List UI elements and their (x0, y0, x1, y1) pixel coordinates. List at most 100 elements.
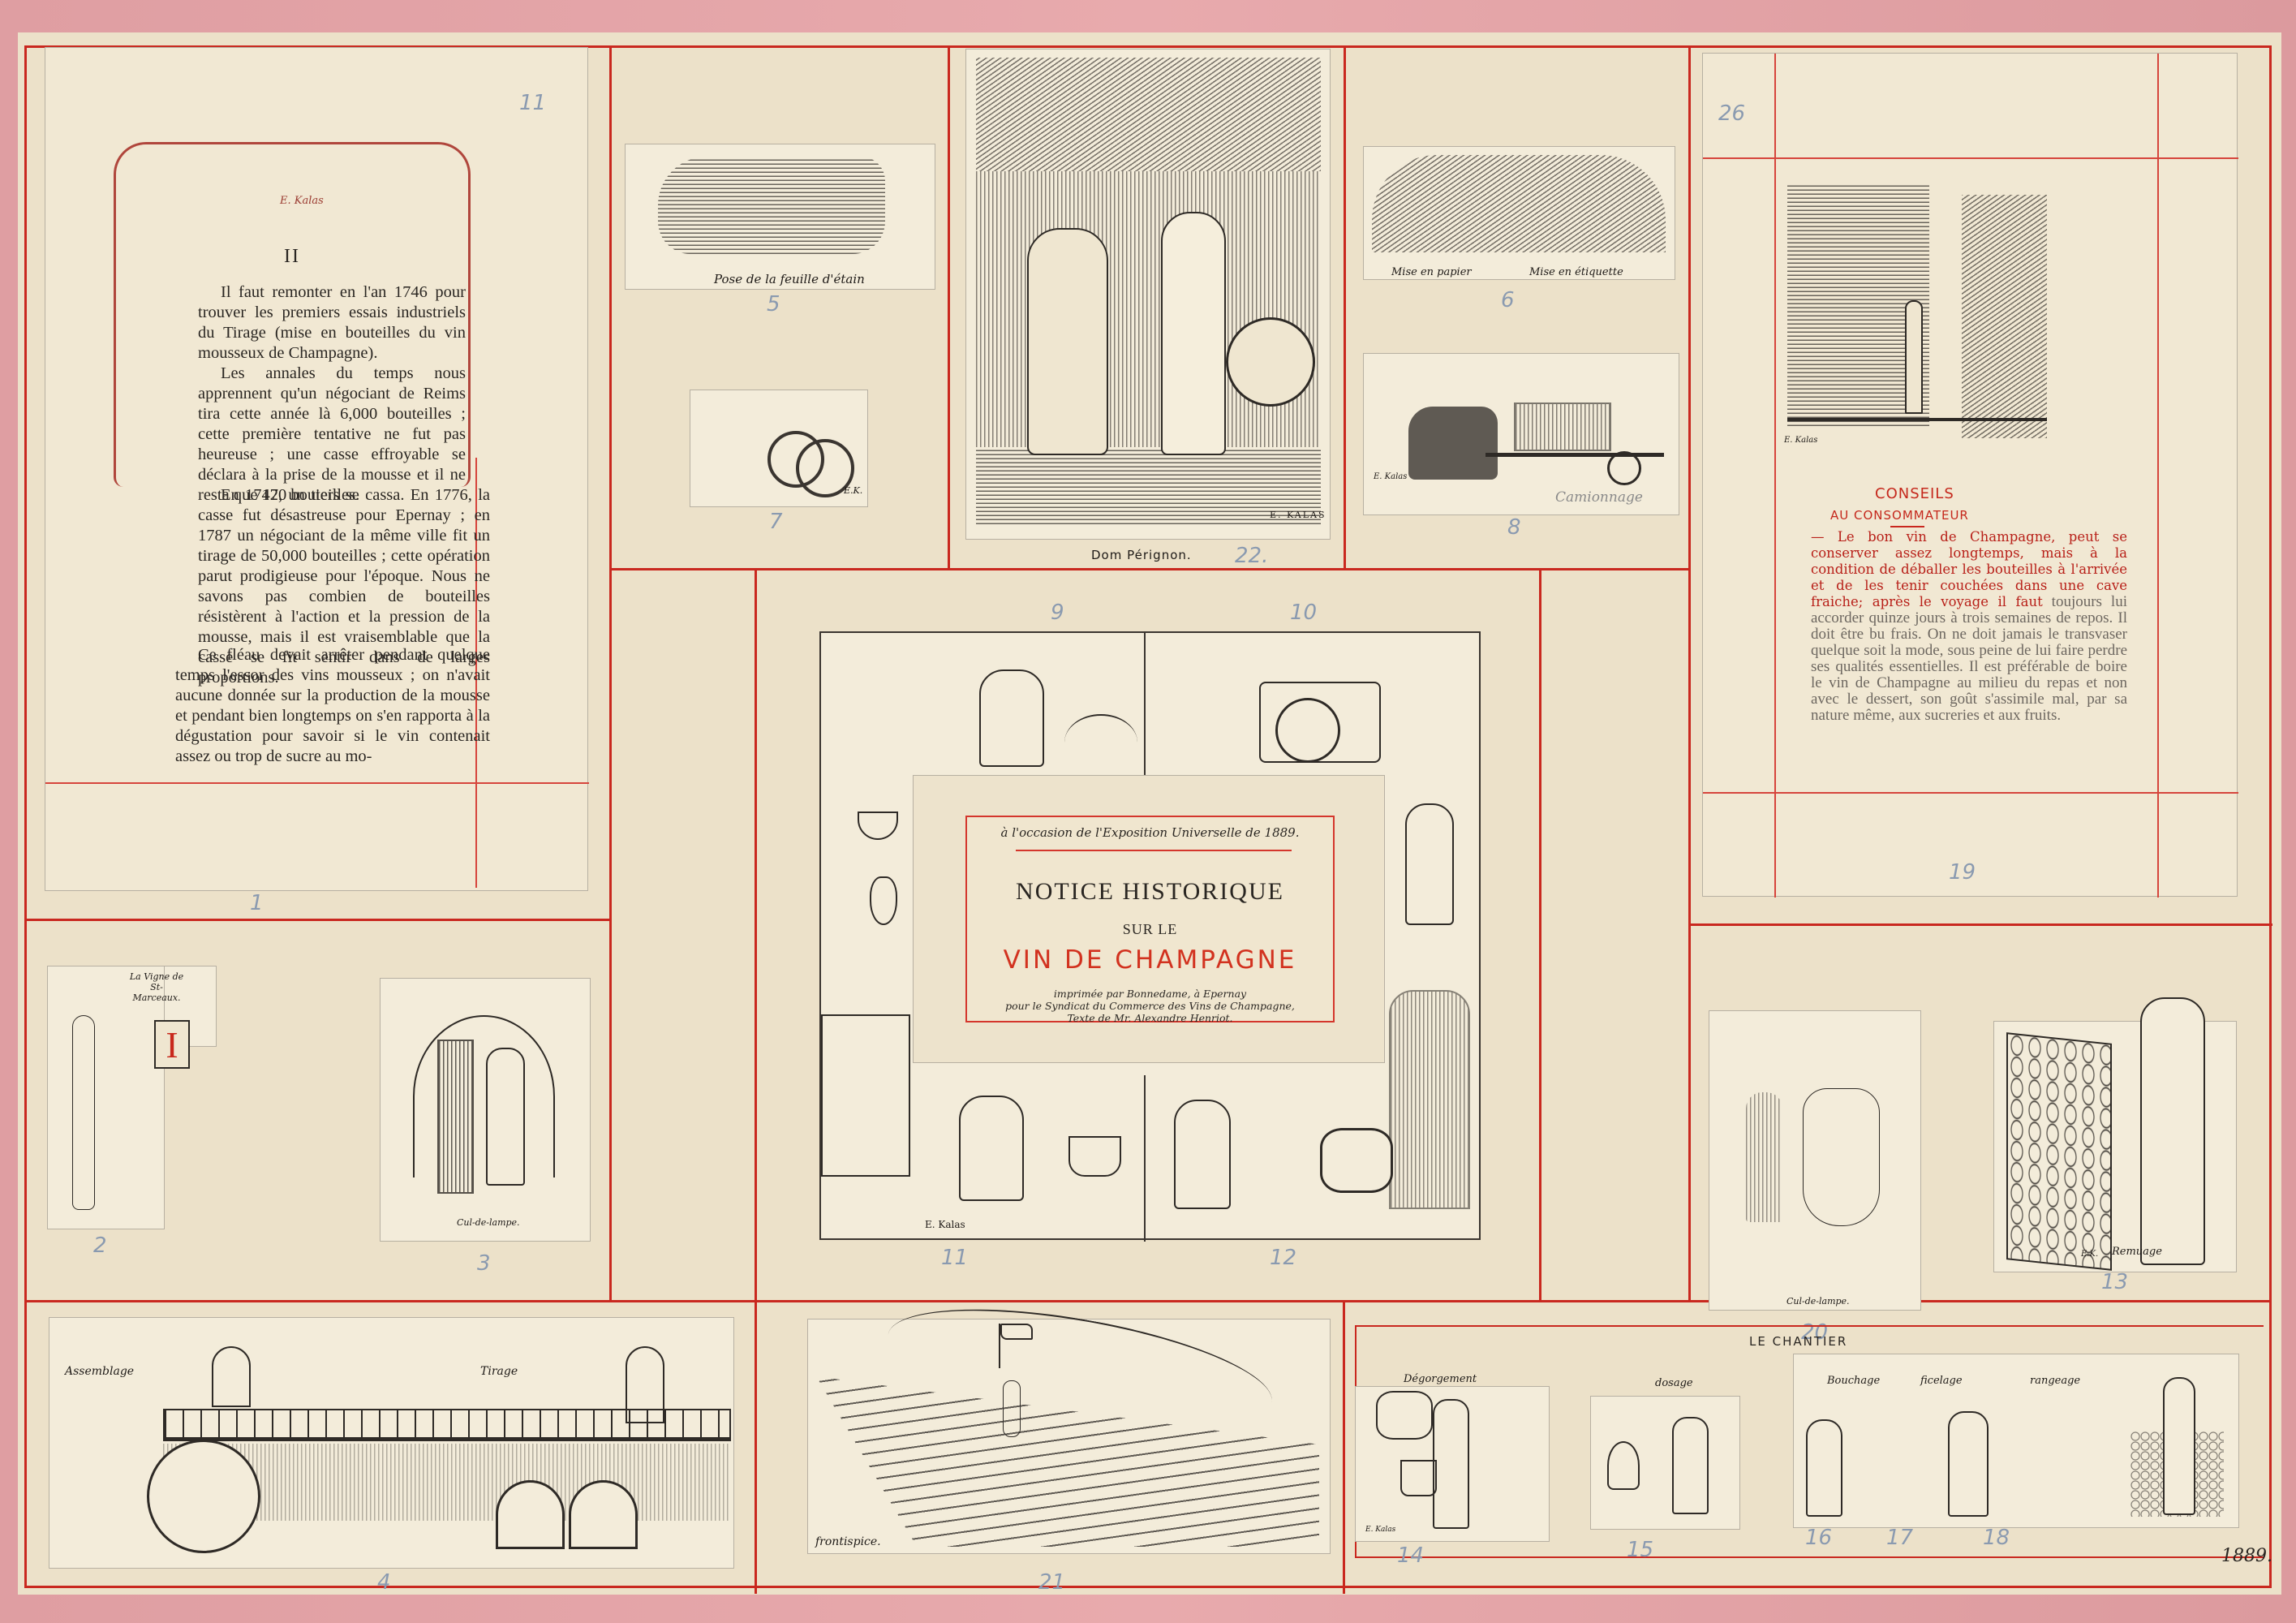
rule-v-perignon-left (948, 45, 950, 568)
corking-machine-icon (1806, 1419, 1842, 1517)
horse-team-icon (1408, 407, 1498, 480)
barrel-icon (1320, 1128, 1393, 1193)
chapter-body-text-cont: En 1747, un tiers se cassa. En 1776, la … (198, 485, 490, 688)
wine-press-vignette (821, 1014, 910, 1177)
plate-9-number: 9 (1051, 601, 1064, 625)
plate-2-vigne (47, 966, 165, 1229)
chantier-step-ficelage: ficelage (1920, 1375, 1963, 1387)
page-margin-rule (2157, 54, 2159, 898)
plate-7-number: 7 (769, 510, 783, 534)
paragraph: Les annales du temps nous apprennent qu'… (198, 364, 466, 504)
worker-figure-icon (2163, 1377, 2195, 1515)
monk-figure-icon (1027, 228, 1108, 455)
window-arch (626, 1346, 664, 1423)
plate-number: 1 (250, 891, 264, 915)
page-bottom-rule (45, 782, 589, 784)
plate-6-etching (1363, 146, 1675, 280)
plate-3-cul-de-lampe (380, 978, 591, 1242)
plate-11-signature: E. Kalas (925, 1219, 965, 1230)
lady-gown-figure-icon (1803, 1088, 1880, 1226)
tub-icon (1400, 1460, 1437, 1496)
plate-17-number: 17 (1886, 1526, 1914, 1550)
paragraph: En 1747, un tiers se cassa. En 1776, la … (198, 486, 490, 687)
conseils-title-underline (1890, 526, 1924, 527)
plate-14-number: 14 (1397, 1543, 1425, 1568)
plate-13-remuage (1993, 997, 2237, 1272)
etching-hatching (1372, 155, 1666, 252)
rule-v-bottom-mid (1343, 1300, 1345, 1594)
folio-number: 11 (519, 91, 547, 115)
plate-22-number: 22. (1235, 544, 1269, 568)
plate-4-label-assemblage: Assemblage (65, 1365, 135, 1378)
cart-wheel-icon (796, 439, 854, 497)
illuminated-initial: I (154, 1020, 190, 1069)
plate-10-number: 10 (1290, 601, 1318, 625)
conseils-page (1702, 53, 2238, 898)
plate-8-camionnage (1363, 353, 1679, 515)
year-mark: 1889. (2221, 1546, 2272, 1566)
chantier-bottom-rule (1355, 1556, 2264, 1558)
plate-12-number: 12 (1270, 1246, 1297, 1270)
rococo-ornament-frame-icon (114, 142, 471, 487)
plate-11-number: 11 (941, 1246, 969, 1270)
conseils-folio: 26 (1718, 101, 1746, 126)
title-imprint: imprimée par Bonnedame, à Epernay pour l… (967, 988, 1333, 1024)
cart-wheel-icon (1607, 451, 1641, 485)
page-top-rule (1703, 157, 2238, 159)
champagne-cherubs-vignette (1787, 183, 2047, 458)
rule-v-center-left (755, 568, 757, 1594)
plate-14-signature: E. Kalas (1365, 1526, 1396, 1534)
chapter-body-text: Il faut remonter en l'an 1746 pour trouv… (198, 282, 466, 506)
red-outer-frame (24, 45, 2272, 1588)
tirage-vat-icon (569, 1480, 638, 1549)
grape-bunch-icon (870, 876, 897, 925)
chantier-title: LE CHANTIER (1749, 1334, 1848, 1349)
chantier-step-degorgement: Dégorgement (1404, 1373, 1477, 1385)
cellarman-figure-icon (486, 1048, 525, 1186)
plate-20-number: 20 (1801, 1320, 1829, 1345)
page-margin-rule (475, 458, 477, 888)
title-sur-le: SUR LE (1122, 921, 1178, 937)
conseils-red-text: — Le bon vin de Champagne, peut se conse… (1811, 529, 2127, 609)
conseils-grey-text: toujours lui accorder quinze jours à tro… (1811, 593, 2127, 724)
cellarman-figure-icon (1161, 212, 1226, 455)
rule-v-center-right (1539, 568, 1541, 1302)
pruning-knife-icon (858, 812, 898, 840)
title-card: à l'occasion de l'Exposition Universelle… (965, 816, 1335, 1024)
cloud-hatching (1962, 195, 2047, 438)
plate-20-cul-de-lampe (1709, 1010, 1921, 1311)
page-bottom-rule (1703, 792, 2238, 794)
worker-figure-icon (1433, 1399, 1469, 1529)
rule-h-right-mid (1688, 923, 2272, 926)
flag-icon (999, 1324, 1000, 1368)
page-margin-rule (1774, 54, 1776, 898)
crate-stack-icon (1514, 403, 1611, 451)
barrel-icon (1226, 317, 1315, 407)
worker-bowl-vignette (1174, 1100, 1231, 1209)
title-syndicate: pour le Syndicat du Commerce des Vins de… (1005, 1000, 1295, 1012)
title-occasion: à l'occasion de l'Exposition Universelle… (1000, 825, 1300, 840)
plate-2-number: 2 (93, 1233, 107, 1258)
title-author: Texte de Mr. Alexandre Henriot. (1067, 1012, 1233, 1024)
worker-figure-icon (1948, 1411, 1989, 1517)
woman-basket-vignette (1405, 803, 1454, 925)
plates-16-18-bouchage-ficelage-rangeage (1793, 1354, 2239, 1528)
paragraph: Ce fléau devait arrêter pendant quelque … (175, 646, 490, 765)
etching-hatching (658, 157, 885, 254)
table-edge (1787, 418, 2047, 421)
conseils-title-2: AU CONSOMMATEUR (1830, 508, 1969, 523)
rule-v-right (1688, 45, 1691, 1302)
worker-press-vignette (959, 1096, 1024, 1201)
plate-8-number: 8 (1507, 515, 1521, 540)
plate-7-signature: E.K. (844, 485, 863, 496)
plate-4-number: 4 (377, 1570, 391, 1595)
plate-13-number: 13 (2101, 1270, 2129, 1294)
great-tun-barrel-icon (147, 1440, 260, 1553)
conseils-signature: E. Kalas (1784, 436, 1818, 445)
conseils-body-text: — Le bon vin de Champagne, peut se conse… (1811, 529, 2127, 724)
allegory-figure-icon (1003, 1380, 1021, 1437)
chapter-numeral: II (284, 246, 300, 267)
plate-4-label-tirage: Tirage (480, 1365, 518, 1378)
plate-22-caption: Dom Pérignon. (1091, 548, 1192, 562)
initial-letter: I (166, 1024, 178, 1065)
